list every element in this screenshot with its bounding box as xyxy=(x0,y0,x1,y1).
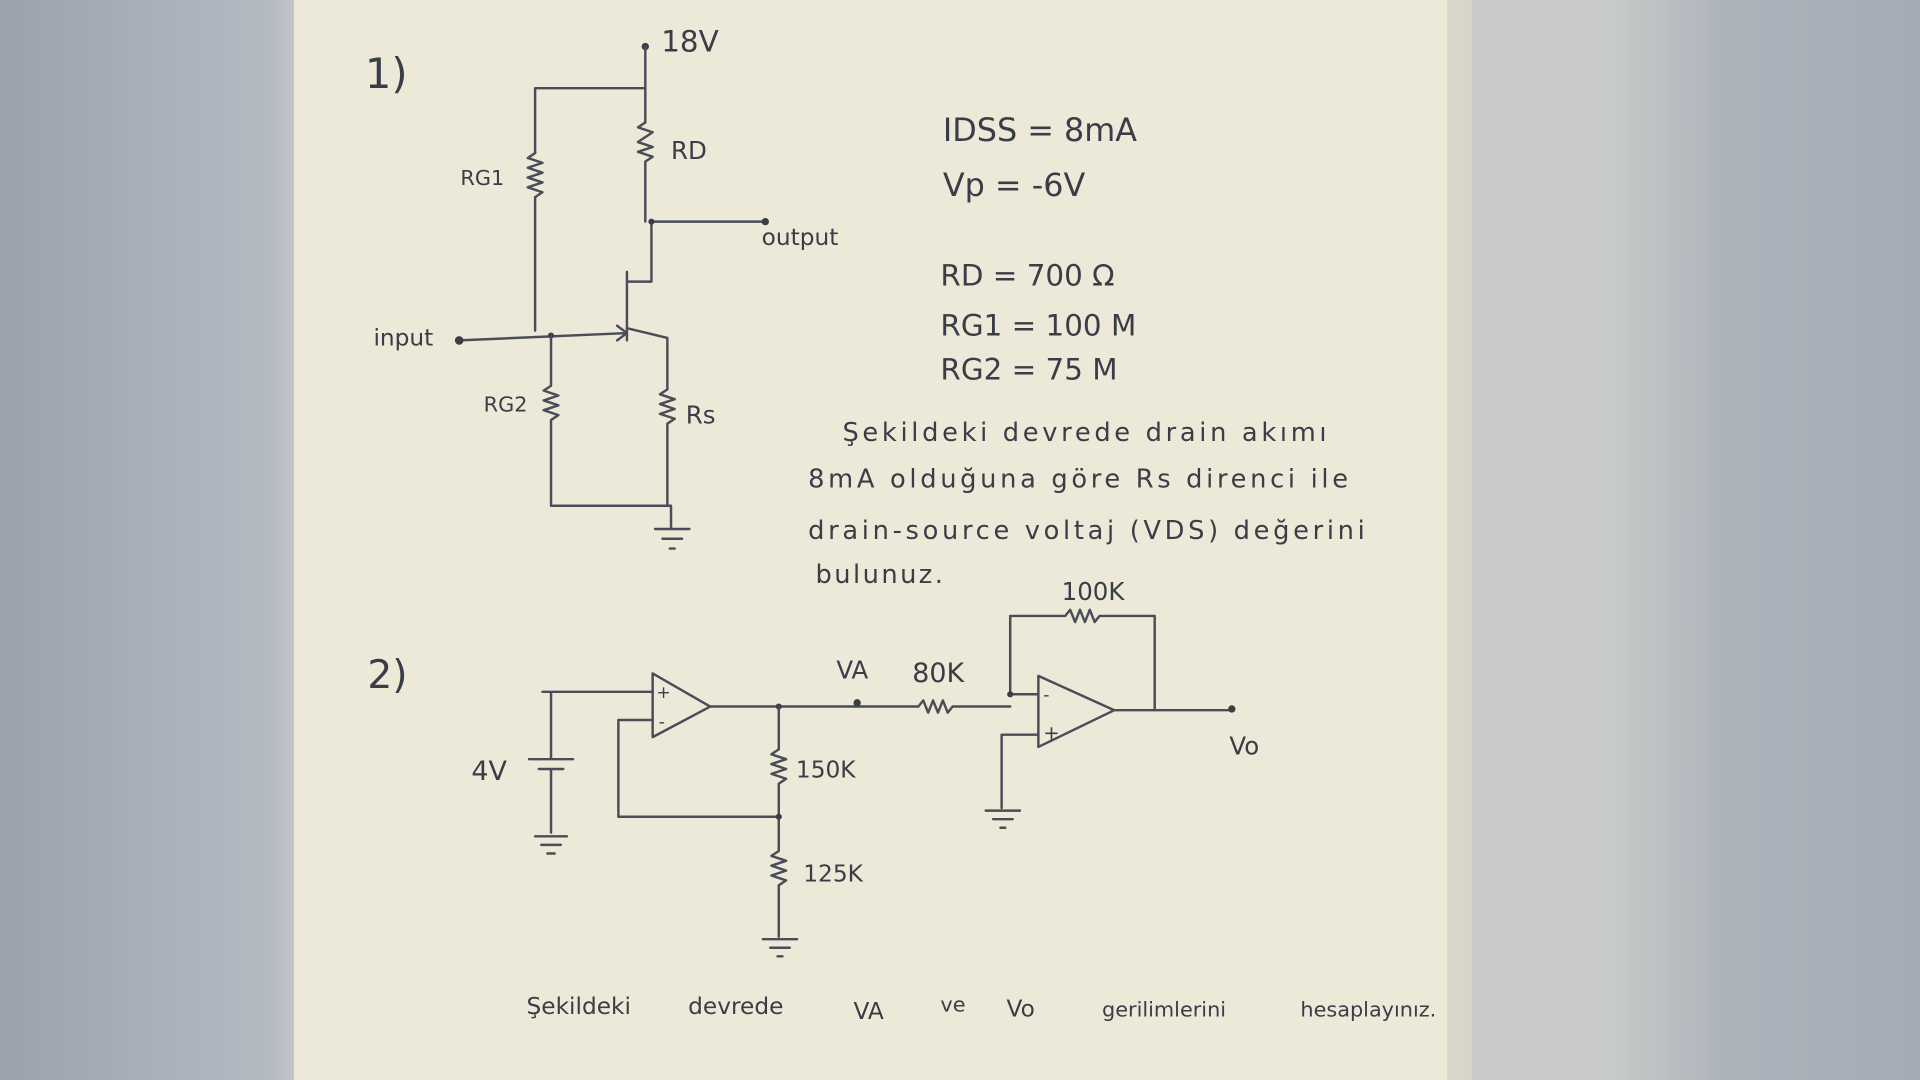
r125-label: 125K xyxy=(803,861,863,888)
problem1-number: 1) xyxy=(365,49,408,98)
given-rd: RD = 700 Ω xyxy=(940,258,1114,292)
question-word: Şekildeki xyxy=(527,993,631,1020)
junction-dot xyxy=(648,218,655,225)
battery-label: 4V xyxy=(471,756,507,787)
given-idss: IDSS = 8mA xyxy=(943,111,1137,149)
question-word: ve xyxy=(940,992,965,1016)
vo-label: Vo xyxy=(1229,731,1259,760)
r150-label: 150K xyxy=(796,757,856,784)
opamp-circuit: 2) 4V + - - + 150K 125K 80K 100K VA Vo xyxy=(367,577,1259,958)
plus-sign: + xyxy=(1043,722,1059,745)
vo-node xyxy=(1228,705,1236,713)
given-vp: Vp = -6V xyxy=(943,166,1086,204)
question-word: VA xyxy=(853,998,883,1025)
input-label: input xyxy=(373,324,433,351)
junction-dot xyxy=(1007,691,1014,698)
rg1-resistor xyxy=(526,151,544,332)
rd-label: RD xyxy=(671,136,707,165)
given-rg2: RG2 = 75 M xyxy=(940,353,1117,387)
minus-sign: - xyxy=(1043,685,1049,705)
question-word: Vo xyxy=(1007,995,1035,1022)
input-node xyxy=(454,336,464,345)
question-line: drain-source voltaj (VDS) değerini xyxy=(808,516,1368,546)
r100-feedback xyxy=(1008,608,1232,712)
r80-resistor xyxy=(708,699,1012,714)
r100-label: 100K xyxy=(1062,577,1126,606)
paper-sheet xyxy=(293,0,1460,1080)
ground-icon xyxy=(653,527,691,550)
question-line: bulunuz. xyxy=(816,560,946,590)
problem1-question: Şekildeki devrede drain akımı 8mA olduğu… xyxy=(808,418,1368,590)
rs-resistor xyxy=(625,326,676,507)
opamp1-icon xyxy=(651,672,712,739)
va-node xyxy=(853,699,861,707)
rd-resistor xyxy=(636,121,654,223)
gate-wire xyxy=(457,324,629,342)
ground-icon xyxy=(984,733,1040,829)
opamp2-icon xyxy=(1037,674,1116,749)
rg1-label: RG1 xyxy=(460,166,504,190)
problem2-question: Şekildeki devrede VA ve Vo gerilimlerini… xyxy=(527,992,1437,1024)
question-word: devrede xyxy=(688,993,783,1020)
plus-sign: + xyxy=(656,683,670,703)
question-line: Şekildeki devrede drain akımı xyxy=(842,418,1330,448)
rg2-label: RG2 xyxy=(484,392,528,416)
rg2-resistor xyxy=(542,334,673,531)
va-label: VA xyxy=(836,655,868,684)
given-values: IDSS = 8mA Vp = -6V RD = 700 Ω RG1 = 100… xyxy=(940,111,1137,387)
minus-sign: - xyxy=(659,712,665,732)
question-word: hesaplayınız. xyxy=(1300,997,1436,1021)
r80-label: 80K xyxy=(912,658,965,689)
ground-icon xyxy=(761,937,799,958)
junction-dot xyxy=(775,813,782,820)
question-word: gerilimlerini xyxy=(1102,997,1226,1021)
question-line: 8mA olduğuna göre Rs direnci ile xyxy=(808,464,1352,494)
rs-label: Rs xyxy=(686,401,716,430)
problem2-number: 2) xyxy=(367,653,407,698)
jfet-circuit: 1) 18V RG1 RD RG2 Rs input output xyxy=(365,24,839,550)
output-label: output xyxy=(762,224,839,251)
paper-edge xyxy=(1447,0,1472,1080)
given-rg1: RG1 = 100 M xyxy=(940,309,1136,343)
feedback-wire xyxy=(617,718,780,818)
output-node xyxy=(761,217,769,226)
supply-wires xyxy=(533,45,647,155)
battery-icon xyxy=(527,690,654,855)
supply-label: 18V xyxy=(661,24,718,58)
